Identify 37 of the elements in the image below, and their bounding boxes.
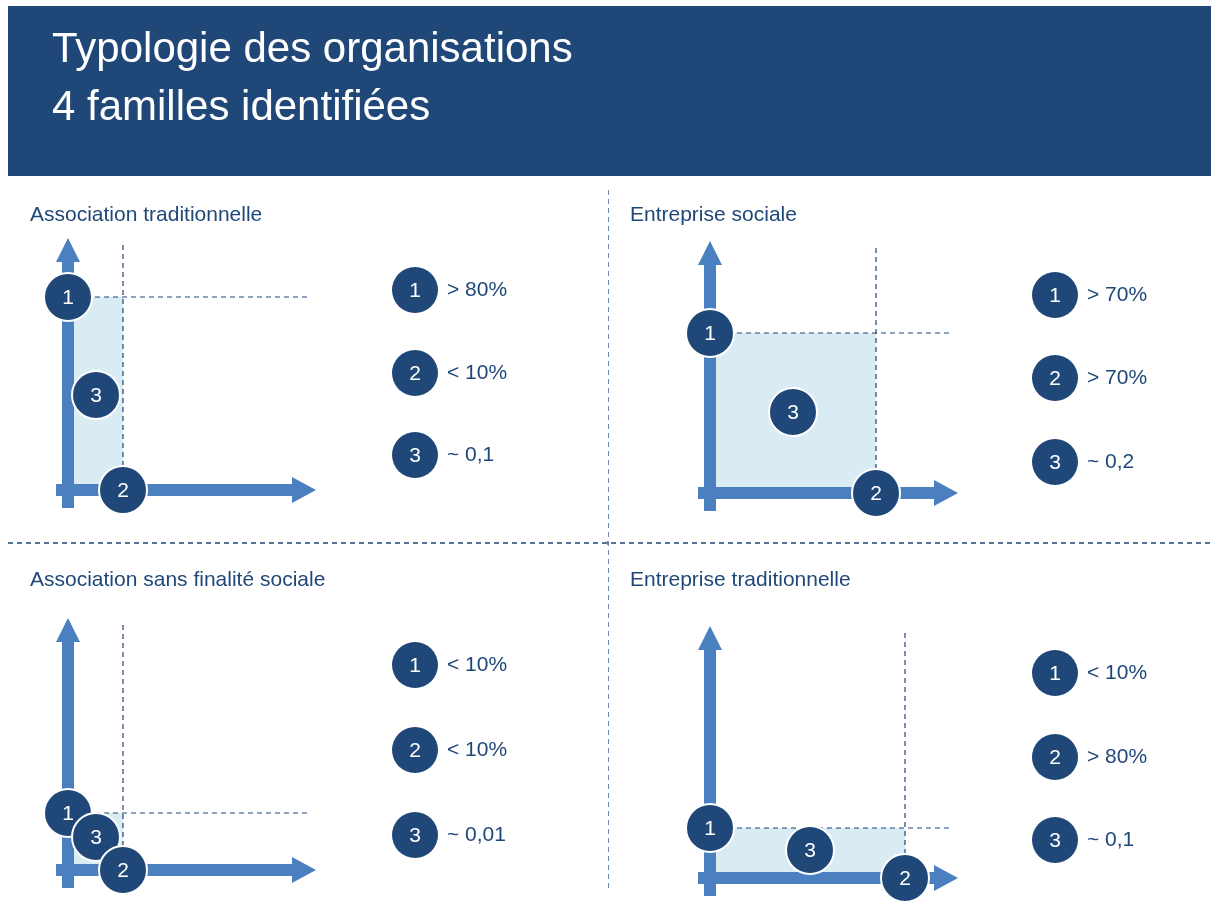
panel-heading: Association sans finalité sociale bbox=[30, 567, 326, 591]
legend-marker: 2 bbox=[1032, 355, 1078, 401]
legend-value: ~ 0,1 bbox=[1087, 827, 1135, 851]
legend-marker: 3 bbox=[1032, 439, 1078, 485]
point-marker: 2 bbox=[880, 853, 930, 903]
point-marker: 1 bbox=[685, 803, 735, 853]
subtitle: 4 familles identifiées bbox=[52, 82, 431, 130]
legend-marker: 1 bbox=[392, 267, 438, 313]
legend-value: < 10% bbox=[447, 652, 508, 676]
legend-marker: 2 bbox=[392, 727, 438, 773]
point-marker: 2 bbox=[98, 845, 148, 895]
legend-value: ~ 0,2 bbox=[1087, 449, 1135, 473]
legend-value: ~ 0,01 bbox=[447, 822, 506, 846]
legend-value: < 10% bbox=[447, 737, 508, 761]
point-marker: 1 bbox=[685, 308, 735, 358]
panel-heading: Entreprise sociale bbox=[630, 202, 797, 226]
legend-value: > 70% bbox=[1087, 282, 1148, 306]
legend-value: < 10% bbox=[1087, 660, 1148, 684]
title: Typologie des organisations bbox=[52, 24, 573, 72]
point-marker: 2 bbox=[98, 465, 148, 515]
legend-value: > 80% bbox=[447, 277, 508, 301]
panel-heading: Entreprise traditionnelle bbox=[630, 567, 851, 591]
legend-marker: 1 bbox=[392, 642, 438, 688]
legend-value: > 70% bbox=[1087, 365, 1148, 389]
legend-marker: 1 bbox=[1032, 272, 1078, 318]
legend-marker: 3 bbox=[1032, 817, 1078, 863]
panel-heading: Association traditionnelle bbox=[30, 202, 263, 226]
legend-marker: 2 bbox=[1032, 734, 1078, 780]
point-marker: 1 bbox=[43, 272, 93, 322]
legend-marker: 3 bbox=[392, 812, 438, 858]
legend-marker: 1 bbox=[1032, 650, 1078, 696]
legend-value: < 10% bbox=[447, 360, 508, 384]
legend-marker: 3 bbox=[392, 432, 438, 478]
legend-marker: 2 bbox=[392, 350, 438, 396]
point-marker: 2 bbox=[851, 468, 901, 518]
legend-value: ~ 0,1 bbox=[447, 442, 495, 466]
legend-value: > 80% bbox=[1087, 744, 1148, 768]
